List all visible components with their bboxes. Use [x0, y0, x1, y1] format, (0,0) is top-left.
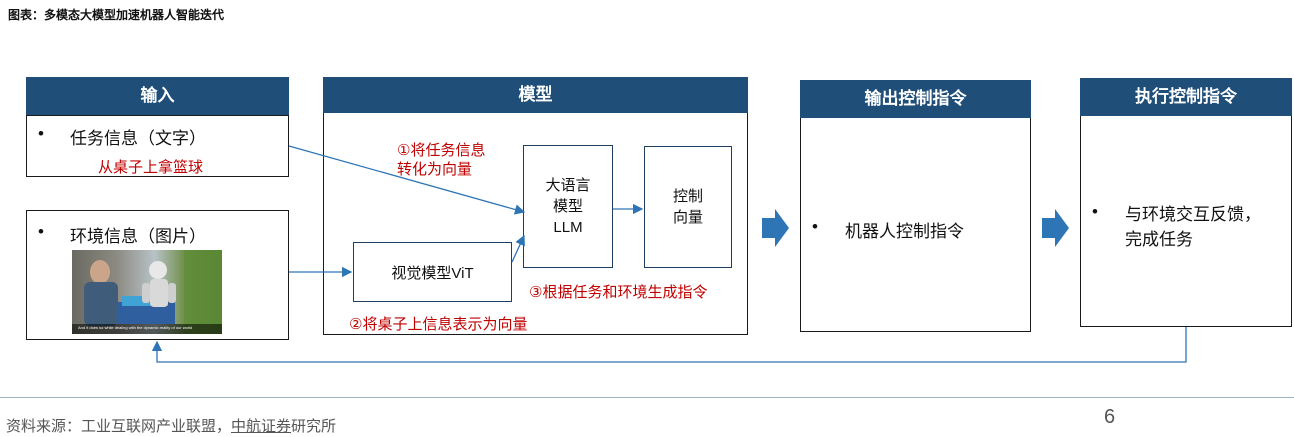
- figure-title: 图表：多模态大模型加速机器人智能迭代: [8, 8, 225, 22]
- execute-box: [1080, 78, 1292, 327]
- robot-environment-image: And it does so while dealing with the dy…: [72, 250, 222, 334]
- input-header: 输入: [26, 77, 289, 115]
- output-item: 机器人控制指令: [845, 222, 964, 241]
- step1-annotation: ①将任务信息 转化为向量: [397, 142, 486, 178]
- source-prefix: 资料来源：工业互联网产业联盟，: [6, 418, 232, 435]
- source-link[interactable]: 中航证券: [231, 418, 292, 435]
- step2-annotation: ②将桌子上信息表示为向量: [349, 316, 528, 333]
- source-note: 资料来源：工业互联网产业联盟，中航证券研究所: [6, 415, 336, 436]
- model-header: 模型: [323, 77, 748, 113]
- execute-item: 与环境交互反馈， 完成任务: [1125, 205, 1261, 249]
- task-info-box: [26, 115, 289, 177]
- model-to-output-arrow: [762, 209, 789, 247]
- page-number: 6: [1104, 406, 1116, 428]
- footer-divider: [0, 397, 1294, 398]
- control-vector-module: 控制 向量: [644, 146, 732, 268]
- bullet-icon: •: [38, 124, 44, 143]
- environment-info-label: 环境信息（图片）: [70, 227, 206, 246]
- task-example-text: 从桌子上拿篮球: [98, 159, 204, 176]
- execute-header: 执行控制指令: [1080, 78, 1292, 116]
- llm-module-label: 大语言 模型 LLM: [545, 177, 591, 236]
- task-info-label: 任务信息（文字）: [70, 129, 206, 148]
- llm-module: 大语言 模型 LLM: [523, 145, 613, 268]
- bullet-icon: •: [1092, 202, 1098, 221]
- step3-annotation: ③根据任务和环境生成指令: [529, 284, 708, 301]
- vit-module-label: 视觉模型ViT: [391, 264, 474, 282]
- feedback-loop-arrow: [151, 327, 1187, 363]
- output-box: [800, 80, 1031, 332]
- output-to-execute-arrow: [1042, 209, 1069, 247]
- vit-module: 视觉模型ViT: [353, 242, 512, 302]
- vit-to-llm-arrow: [511, 234, 525, 263]
- robot-scene-illustration: [72, 250, 222, 334]
- control-vector-label: 控制 向量: [672, 188, 703, 226]
- photo-caption: And it does so while dealing with the dy…: [78, 325, 193, 330]
- bullet-icon: •: [812, 217, 818, 236]
- source-suffix: 研究所: [291, 418, 337, 435]
- task-to-llm-arrow: [288, 145, 526, 215]
- bullet-icon: •: [38, 222, 44, 241]
- output-header: 输出控制指令: [800, 80, 1031, 118]
